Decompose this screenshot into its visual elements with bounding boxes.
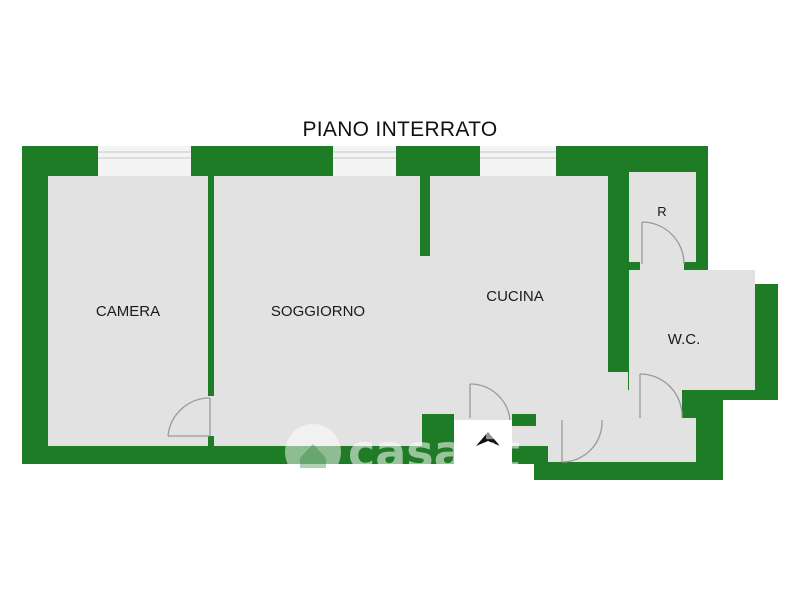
room-label-wc: W.C. (668, 331, 701, 348)
floor-corridor (554, 418, 696, 462)
opening-r-door (640, 262, 684, 272)
opening-corridor-door (548, 418, 560, 462)
floor-camera (48, 176, 208, 446)
floor-wc-extension (698, 300, 754, 390)
floor-soggiorno-cucina (214, 176, 608, 446)
watermark-logo-icon (285, 424, 341, 480)
room-label-soggiorno: SOGGIORNO (271, 303, 365, 320)
partition-cucina (420, 176, 430, 256)
entrance-arrow-icon (476, 432, 500, 446)
opening-camera-door (206, 396, 218, 436)
door-wc-arc (639, 373, 683, 419)
door-swings (167, 221, 685, 463)
plan-title: PIANO INTERRATO (302, 118, 497, 141)
wall-nib-entrance-left (422, 414, 454, 446)
opening-wc-door (622, 390, 682, 420)
door-camera-arc (167, 397, 211, 437)
door-entrance-arc (469, 383, 511, 421)
windows (98, 146, 556, 176)
window-camera (98, 146, 191, 176)
floors (48, 172, 755, 462)
watermark-text: casa.it (348, 425, 520, 479)
room-label-cucina: CUCINA (486, 288, 544, 305)
door-corridor-arc (561, 419, 603, 463)
door-r-arc (641, 221, 685, 265)
room-label-camera: CAMERA (96, 303, 160, 320)
window-cucina (480, 146, 556, 176)
watermark: casa.it (285, 424, 520, 480)
room-label-r: R (657, 204, 666, 219)
window-soggiorno (333, 146, 396, 176)
floor-ripostiglio (629, 172, 696, 264)
wall-nib-entrance-right (512, 414, 536, 426)
